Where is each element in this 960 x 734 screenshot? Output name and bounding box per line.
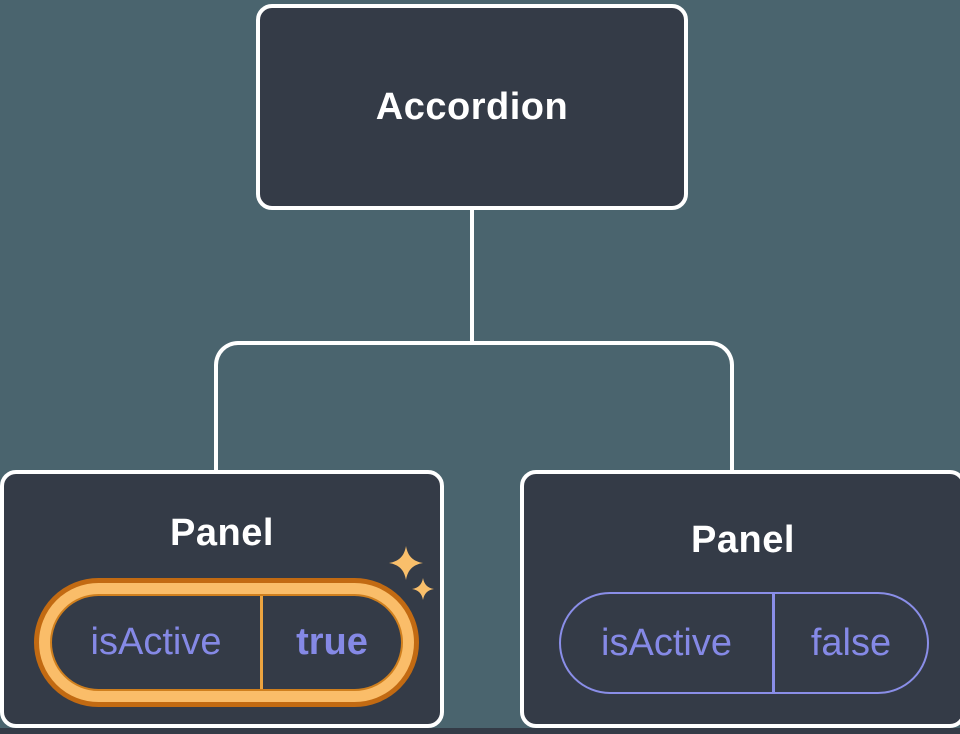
accordion-node: Accordion [256,4,688,210]
state-prop-label: isActive [90,621,222,663]
connector-branch [214,341,734,472]
pill-divider [260,596,263,689]
panel-title: Panel [691,519,795,561]
connector-stem [470,208,474,345]
sparkles-icon [389,546,434,600]
state-prop-label: isActive [601,621,732,664]
state-pill-inactive: isActive false [559,592,929,694]
bottom-strip [0,728,960,734]
panel-node-active: Panel isActive true [0,470,444,728]
panel-title: Panel [170,512,274,554]
state-value: true [296,621,368,663]
panel-node-inactive: Panel isActive false [520,470,960,728]
state-value: false [810,621,892,664]
state-pill-active: isActive true [34,578,419,707]
accordion-label: Accordion [375,85,569,128]
pill-divider [772,594,775,692]
state-pill-inner: isActive true [50,594,403,691]
